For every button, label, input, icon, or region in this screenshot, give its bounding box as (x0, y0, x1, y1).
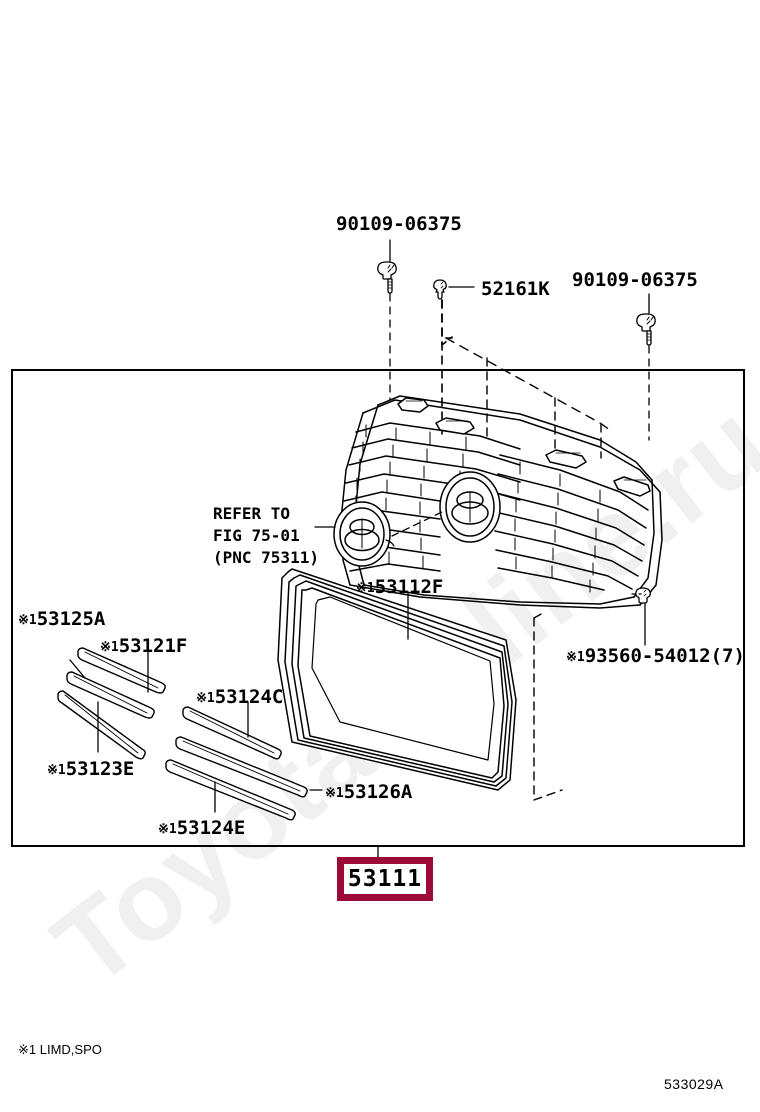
label-text: 53112F (374, 576, 444, 598)
label-text: 53125A (36, 608, 106, 630)
label-52161k: 52161K (481, 278, 550, 300)
label-text: 90109-06375 (572, 269, 698, 291)
label-53123e: ※153123E (47, 758, 134, 780)
label-53124c: ※153124C (196, 686, 283, 708)
moulding-strip-53126a (175, 736, 308, 798)
mark-prefix: ※1 (566, 650, 585, 665)
highlighted-part-number: 53111 (347, 866, 423, 892)
label-text: 90109-06375 (336, 213, 462, 235)
label-text: 93560-54012(7) (584, 645, 745, 667)
label-90109-06375-right: 90109-06375 (572, 269, 698, 291)
label-text: 53124E (176, 817, 246, 839)
diagram-id: 533029A (664, 1076, 724, 1092)
mark-prefix: ※1 (325, 786, 344, 801)
moulding-strip-53124e (165, 759, 296, 821)
highlighted-part-callout[interactable]: 53111 (337, 857, 433, 901)
label-53126a: ※153126A (325, 781, 412, 803)
mark-prefix: ※1 (196, 691, 215, 706)
moulding-strip-53121f (77, 647, 166, 694)
footnote-legend: ※1 LIMD,SPO (18, 1042, 102, 1057)
label-text: 53124C (214, 686, 284, 708)
refer-to-note: REFER TO FIG 75-01 (PNC 75311) (213, 504, 319, 567)
moulding-strip-53123e (57, 690, 146, 760)
mark-prefix: ※1 (356, 581, 375, 596)
grille-surround-moulding (277, 568, 517, 791)
label-53112f: ※153112F (356, 576, 443, 598)
label-53125a: ※153125A (18, 608, 105, 630)
bolt-icon-left (377, 261, 397, 294)
label-text: 53126A (343, 781, 413, 803)
diagram-border (11, 369, 745, 847)
toyota-emblem-icon (333, 501, 395, 567)
moulding-strip-53124c (182, 706, 282, 760)
mark-prefix: ※1 (18, 613, 37, 628)
clip-icon (433, 279, 447, 300)
bolt-icon-right (636, 313, 656, 346)
label-90109-06375-left: 90109-06375 (336, 213, 462, 235)
label-93560-54012: ※193560-54012(7) (566, 645, 745, 667)
screw-icon-right (635, 587, 651, 604)
mark-prefix: ※1 (47, 763, 66, 778)
mark-prefix: ※1 (158, 822, 177, 837)
label-text: 53121F (118, 635, 188, 657)
moulding-strip-53125a (66, 671, 155, 719)
label-53121f: ※153121F (100, 635, 187, 657)
mark-prefix: ※1 (100, 640, 119, 655)
label-53124e: ※153124E (158, 817, 245, 839)
label-text: 53123E (65, 758, 135, 780)
grille-illustration (340, 395, 663, 609)
label-text: 52161K (481, 278, 550, 300)
